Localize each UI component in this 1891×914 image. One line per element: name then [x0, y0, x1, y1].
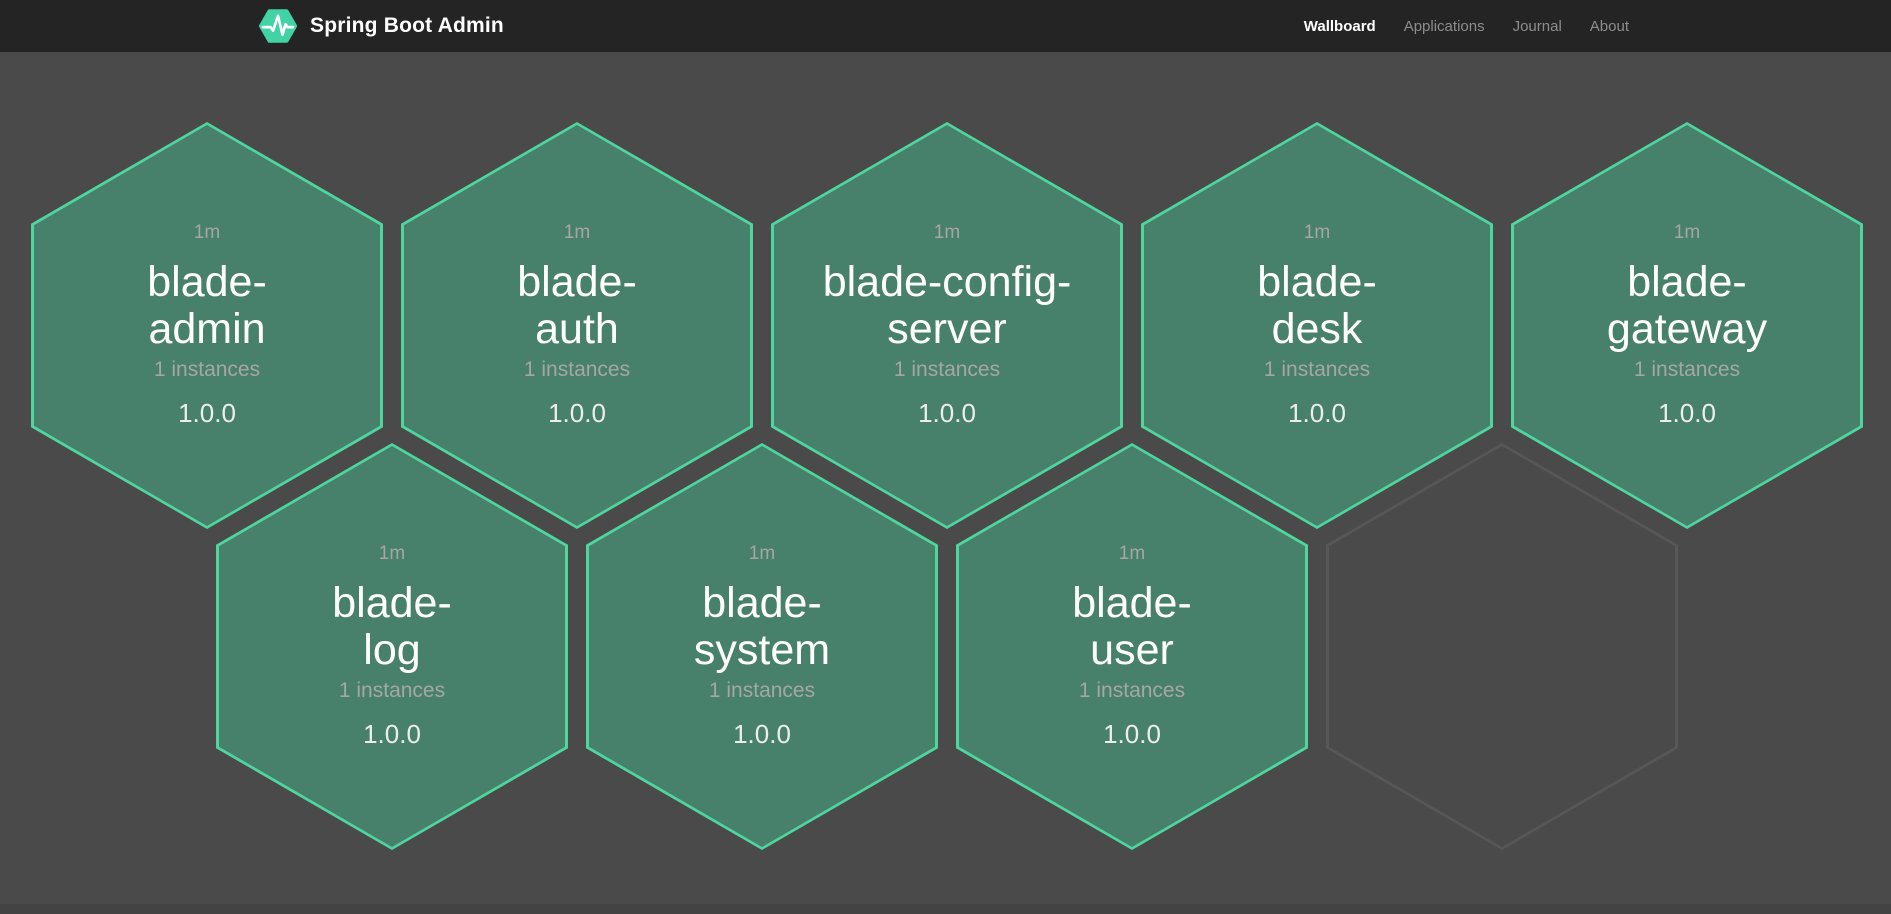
app-hexagon[interactable]: 1m blade- desk 1 instances 1.0.0	[1141, 122, 1493, 529]
app-hexagon[interactable]: 1m blade- log 1 instances 1.0.0	[216, 443, 568, 850]
nav-applications[interactable]: Applications	[1403, 17, 1485, 35]
app-name: blade- admin	[147, 257, 267, 353]
app-instances: 1 instances	[523, 358, 631, 382]
app-instances: 1 instances	[1078, 679, 1186, 703]
app-hexagon[interactable]: 1m blade- gateway 1 instances 1.0.0	[1511, 122, 1863, 529]
app-name: blade- desk	[1257, 257, 1377, 353]
app-version: 1.0.0	[363, 719, 421, 750]
app-version: 1.0.0	[1288, 398, 1346, 429]
app-hexagon[interactable]: 1m blade- system 1 instances 1.0.0	[586, 443, 938, 850]
app-name: blade- log	[332, 578, 452, 674]
app-hexagon[interactable]: 1m blade- admin 1 instances 1.0.0	[31, 122, 383, 529]
app-hexagon[interactable]: 1m blade- user 1 instances 1.0.0	[956, 443, 1308, 850]
empty-hexagon-slot	[1326, 443, 1678, 850]
app-instances: 1 instances	[338, 679, 446, 703]
app-name: blade- system	[693, 578, 831, 674]
app-version: 1.0.0	[918, 398, 976, 429]
app-name: blade-config- server	[822, 257, 1072, 353]
app-instances: 1 instances	[153, 358, 261, 382]
app-name: blade- auth	[517, 257, 637, 353]
nav-journal[interactable]: Journal	[1512, 17, 1562, 35]
app-title: Spring Boot Admin	[310, 14, 504, 37]
app-uptime: 1m	[1118, 542, 1146, 564]
app-hexagon[interactable]: 1m blade-config- server 1 instances 1.0.…	[771, 122, 1123, 529]
app-version: 1.0.0	[1658, 398, 1716, 429]
app-name: blade- gateway	[1606, 257, 1768, 353]
wallboard: 1m blade- user 1 instances 1.0.0 1m blad…	[0, 52, 1891, 904]
header: Spring Boot Admin Wallboard Applications…	[0, 0, 1891, 52]
app-uptime: 1m	[1303, 221, 1331, 243]
app-instances: 1 instances	[893, 358, 1001, 382]
app-version: 1.0.0	[733, 719, 791, 750]
app-instances: 1 instances	[708, 679, 816, 703]
app-uptime: 1m	[748, 542, 776, 564]
nav-about[interactable]: About	[1589, 17, 1629, 35]
pulse-hexagon-icon	[259, 9, 297, 43]
app-version: 1.0.0	[178, 398, 236, 429]
app-hexagon[interactable]: 1m blade- auth 1 instances 1.0.0	[401, 122, 753, 529]
app-name: blade- user	[1072, 578, 1192, 674]
app-uptime: 1m	[193, 221, 221, 243]
nav-wallboard[interactable]: Wallboard	[1303, 17, 1376, 35]
app-uptime: 1m	[378, 542, 406, 564]
app-uptime: 1m	[933, 221, 961, 243]
app-uptime: 1m	[1673, 221, 1701, 243]
app-uptime: 1m	[563, 221, 591, 243]
app-instances: 1 instances	[1263, 358, 1371, 382]
app-instances: 1 instances	[1633, 358, 1741, 382]
app-version: 1.0.0	[1103, 719, 1161, 750]
app-version: 1.0.0	[548, 398, 606, 429]
main-nav: Wallboard Applications Journal About	[1304, 18, 1629, 35]
brand: Spring Boot Admin	[259, 9, 504, 43]
